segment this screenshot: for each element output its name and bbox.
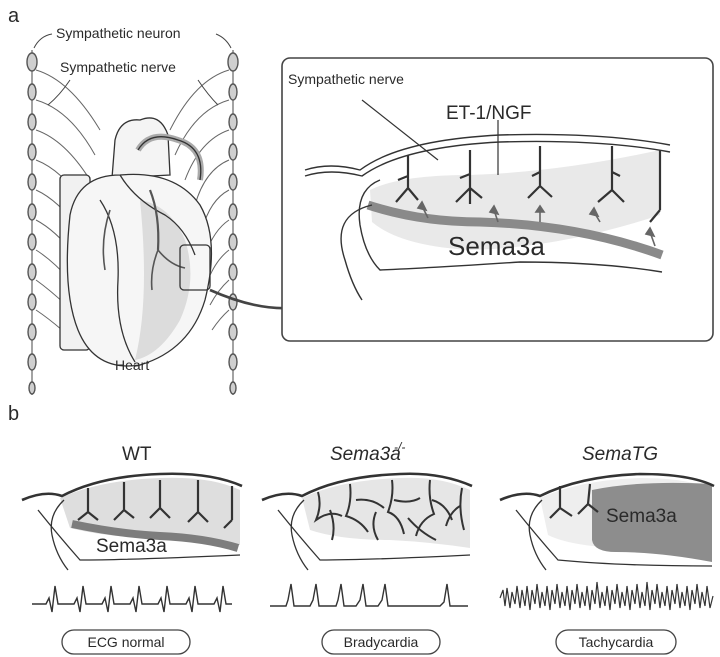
ecg-normal-label: ECG normal [87,634,164,650]
bradycardia-label: Bradycardia [344,634,419,650]
sympathetic-chain-right [228,50,238,395]
ecg-trace-tachycardia [500,582,713,610]
sympathetic-nerve-leader [48,80,218,105]
panel-a-letter: a [8,5,20,27]
sympathetic-nerve-label: Sympathetic nerve [60,59,176,75]
heart-label: Heart [115,357,149,373]
tachycardia-label: Tachycardia [579,634,654,650]
ecg-trace-bradycardia [270,584,468,606]
heart-illustration [60,118,211,366]
sema3a-ko-tissue-diagram [262,474,472,570]
inset-factor-label: ET-1/NGF [446,103,532,124]
ecg-trace-normal [32,586,232,612]
wt-title: WT [122,444,152,465]
sematg-sema3a-label: Sema3a [606,506,677,527]
panel-b-letter: b [8,403,19,425]
sympathetic-chain-left [27,50,37,395]
inset-sema-label: Sema3a [448,231,545,261]
sema3a-ko-title: Sema3a [330,444,401,465]
inset-nerve-label: Sympathetic nerve [288,71,404,87]
inset-panel [282,58,713,341]
sematg-title: SemaTG [582,444,658,465]
sema3a-ko-superscript: -/- [394,440,405,454]
wt-sema3a-label: Sema3a [96,536,167,557]
sympathetic-neuron-label: Sympathetic neuron [56,25,181,41]
